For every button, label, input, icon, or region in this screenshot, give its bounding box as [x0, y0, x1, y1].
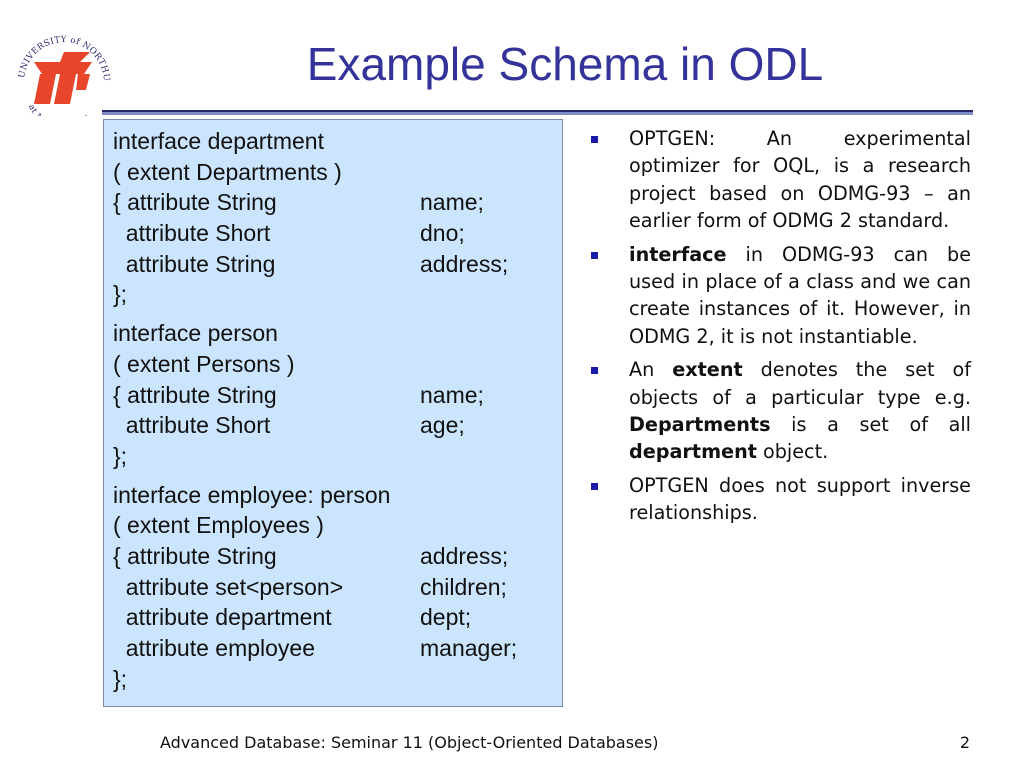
attribute-line: attribute department dept; [113, 602, 562, 633]
code-closing-line: }; [113, 665, 128, 692]
bullet-item: An extent denotes the set of objects of … [591, 356, 971, 466]
text-run: OPTGEN: An experimental optimizer for OQ… [629, 127, 971, 233]
page-number: 2 [959, 733, 970, 752]
bullet-marker-icon [591, 367, 598, 375]
bullet-item: interface in ODMG-93 can be used in plac… [591, 241, 971, 351]
text-run: An [629, 358, 673, 382]
attribute-name: address; [420, 542, 509, 569]
svg-text:at NEWCASTLE: at NEWCASTLE [26, 103, 93, 116]
bold-term: department [629, 440, 757, 464]
attribute-line: { attribute String address; [113, 541, 562, 572]
code-header-line: interface department [113, 128, 324, 154]
attribute-line: attribute String address; [113, 249, 562, 280]
attribute-line: attribute employee manager; [113, 633, 562, 664]
attribute-declaration: attribute department [113, 604, 332, 631]
attribute-declaration: attribute employee [113, 635, 316, 661]
bullet-marker-icon [591, 251, 598, 259]
attribute-declaration: { attribute String [113, 189, 277, 216]
bullet-marker-icon [591, 136, 598, 143]
code-block: interface department ( extent Departments… [113, 126, 562, 310]
code-header-line: ( extent Departments ) [113, 158, 342, 185]
attribute-name: address; [420, 250, 509, 277]
logo-emblem-icon [34, 52, 92, 104]
text-run: denotes the set of objects of a particul… [629, 358, 971, 409]
bullet-item: OPTGEN does not support inverse relation… [591, 472, 971, 527]
code-header-line: interface employee: person [113, 481, 391, 508]
code-block: interface employee: person ( extent Emplo… [113, 480, 562, 695]
attribute-declaration: attribute Short [113, 412, 271, 439]
attribute-name: dno; [420, 220, 465, 247]
bullet-item: OPTGEN: An experimental optimizer for OQ… [591, 125, 971, 235]
attribute-line: { attribute String name; [113, 380, 562, 411]
attribute-line: { attribute String name; [113, 187, 562, 218]
footer-text: Advanced Database: Seminar 11 (Object-Or… [160, 733, 659, 752]
attribute-declaration: { attribute String [113, 381, 277, 408]
attribute-declaration: attribute Short [113, 220, 271, 247]
bullet-marker-icon [591, 482, 598, 490]
code-closing-line: }; [113, 281, 128, 308]
bold-term: extent [672, 358, 743, 382]
bold-term: Departments [629, 413, 771, 437]
attribute-line: attribute set<person> children; [113, 572, 562, 603]
attribute-name: age; [420, 412, 465, 439]
bullet-text: OPTGEN does not support inverse relation… [629, 472, 971, 527]
university-logo: UNIVERSITY of NORTHUMBRIA at NEWCASTLE [0, 5, 116, 133]
title-divider-light [102, 112, 973, 115]
code-header-line: ( extent Employees ) [113, 512, 324, 539]
attribute-line: attribute Short dno; [113, 218, 562, 249]
code-block: interface person ( extent Persons ) { attr… [113, 318, 562, 471]
bullet-text: OPTGEN: An experimental optimizer for OQ… [629, 125, 971, 235]
code-closing-line: }; [113, 442, 128, 469]
text-run: OPTGEN does not support inverse relation… [629, 473, 971, 525]
attribute-declaration: { attribute String [113, 542, 277, 569]
title-divider-dark [102, 110, 973, 112]
slide-title: Example Schema in ODL [306, 38, 824, 90]
text-run: is a set of all [770, 413, 971, 437]
attribute-name: name; [420, 381, 484, 408]
bullet-text: interface in ODMG-93 can be used in plac… [629, 241, 971, 351]
attribute-name: dept; [420, 604, 472, 631]
code-header-line: interface person [113, 320, 278, 347]
attribute-declaration: attribute set<person> [113, 573, 344, 600]
bullet-text: An extent denotes the set of objects of … [629, 356, 971, 466]
attribute-name: manager; [420, 635, 518, 661]
text-run: object. [756, 440, 829, 464]
attribute-name: name; [420, 189, 484, 216]
bold-term: interface [629, 242, 727, 266]
odl-schema-code-box: interface department ( extent Departments… [103, 119, 563, 707]
logo-bottom-text: at NEWCASTLE [26, 103, 93, 133]
code-header-line: ( extent Persons ) [113, 350, 295, 377]
text-run: in ODMG-93 can be used in place of a cla… [629, 242, 971, 348]
bullet-list: OPTGEN: An experimental optimizer for OQ… [591, 125, 971, 533]
attribute-name: children; [420, 573, 507, 600]
attribute-line: attribute Short age; [113, 410, 562, 441]
attribute-declaration: attribute String [113, 250, 276, 277]
